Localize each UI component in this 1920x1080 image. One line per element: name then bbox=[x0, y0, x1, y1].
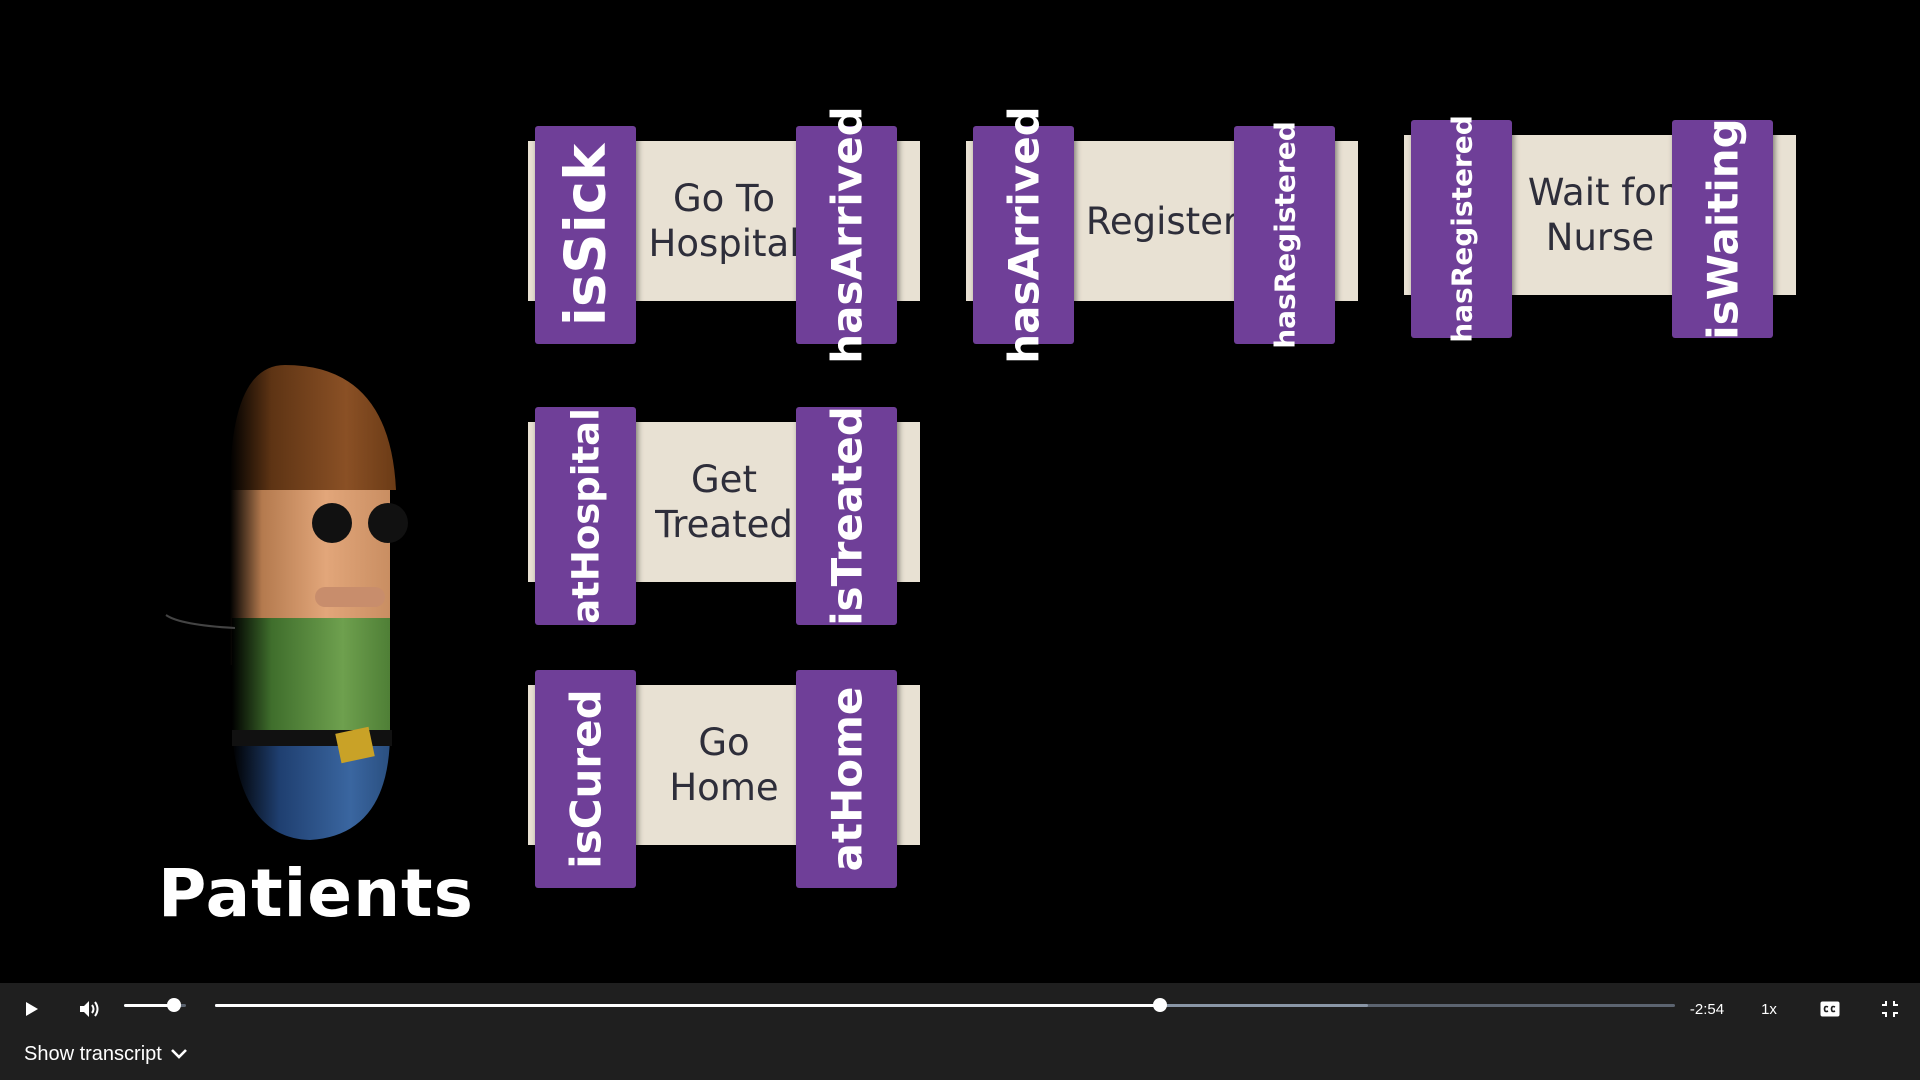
chevron-down-icon bbox=[170, 1049, 187, 1059]
precondition-label: isSick bbox=[553, 143, 618, 327]
volume-icon bbox=[80, 1001, 99, 1017]
action-label-line: Treated bbox=[655, 503, 793, 546]
precondition-label: hasRegistered bbox=[1445, 115, 1478, 343]
time-remaining: -2:54 bbox=[1689, 1000, 1725, 1018]
action-label-line: Home bbox=[669, 766, 779, 809]
volume-slider[interactable] bbox=[124, 998, 186, 1012]
action-label-line: Register bbox=[1085, 199, 1239, 243]
show-transcript-toggle[interactable]: Show transcript bbox=[24, 1040, 188, 1068]
action-label-line: Hospital bbox=[648, 222, 800, 265]
precondition-label: atHospital bbox=[564, 408, 607, 624]
slider-knob[interactable] bbox=[1152, 998, 1167, 1012]
action-label-line: Go bbox=[698, 721, 750, 764]
slider-filled bbox=[124, 1004, 174, 1007]
postcondition-label: isWaiting bbox=[1698, 118, 1747, 340]
precondition-tag: atHospital bbox=[535, 407, 636, 625]
precondition-tag: isCured bbox=[535, 670, 636, 888]
action-label-line: Wait for bbox=[1527, 171, 1673, 214]
postcondition-tag: hasArrived bbox=[796, 106, 897, 364]
postcondition-tag: atHome bbox=[796, 670, 897, 888]
postcondition-label: isTreated bbox=[822, 406, 871, 626]
precondition-tag: isSick bbox=[535, 126, 636, 344]
playback-speed-button[interactable]: 1x bbox=[1761, 1000, 1777, 1018]
captions-button[interactable] bbox=[1814, 993, 1846, 1025]
precondition-label: isCured bbox=[561, 689, 610, 869]
action-label-line: Nurse bbox=[1545, 216, 1655, 259]
postcondition-tag: hasRegistered bbox=[1234, 121, 1335, 349]
precondition-tag: hasRegistered bbox=[1411, 115, 1512, 343]
action-label-line: Get bbox=[691, 458, 757, 501]
precondition-tag: hasArrived bbox=[973, 106, 1074, 364]
exit-fullscreen-icon bbox=[1882, 1001, 1898, 1017]
postcondition-tag: isWaiting bbox=[1672, 118, 1773, 340]
slider-filled bbox=[215, 1004, 1160, 1007]
volume-button[interactable] bbox=[70, 993, 110, 1025]
patient-character-illustration bbox=[165, 365, 408, 840]
video-player-controls: -2:54 1x bbox=[0, 983, 1920, 1080]
slider-knob[interactable] bbox=[166, 998, 181, 1012]
postcondition-label: atHome bbox=[822, 686, 871, 872]
precondition-label: hasArrived bbox=[999, 106, 1048, 364]
progress-slider[interactable] bbox=[215, 998, 1675, 1012]
action-card-register: Register hasArrived hasRegistered bbox=[966, 106, 1358, 364]
postcondition-label: hasRegistered bbox=[1268, 121, 1301, 349]
postcondition-label: hasArrived bbox=[822, 106, 871, 364]
patients-title: Patients bbox=[158, 855, 474, 932]
action-label: Register bbox=[1069, 141, 1255, 301]
play-icon bbox=[26, 1002, 38, 1016]
action-label-line: Go To bbox=[672, 177, 776, 220]
closed-captions-icon bbox=[1820, 1001, 1840, 1017]
postcondition-tag: isTreated bbox=[796, 406, 897, 626]
play-button[interactable] bbox=[12, 993, 52, 1025]
exit-fullscreen-button[interactable] bbox=[1874, 993, 1906, 1025]
show-transcript-label: Show transcript bbox=[24, 1042, 162, 1065]
